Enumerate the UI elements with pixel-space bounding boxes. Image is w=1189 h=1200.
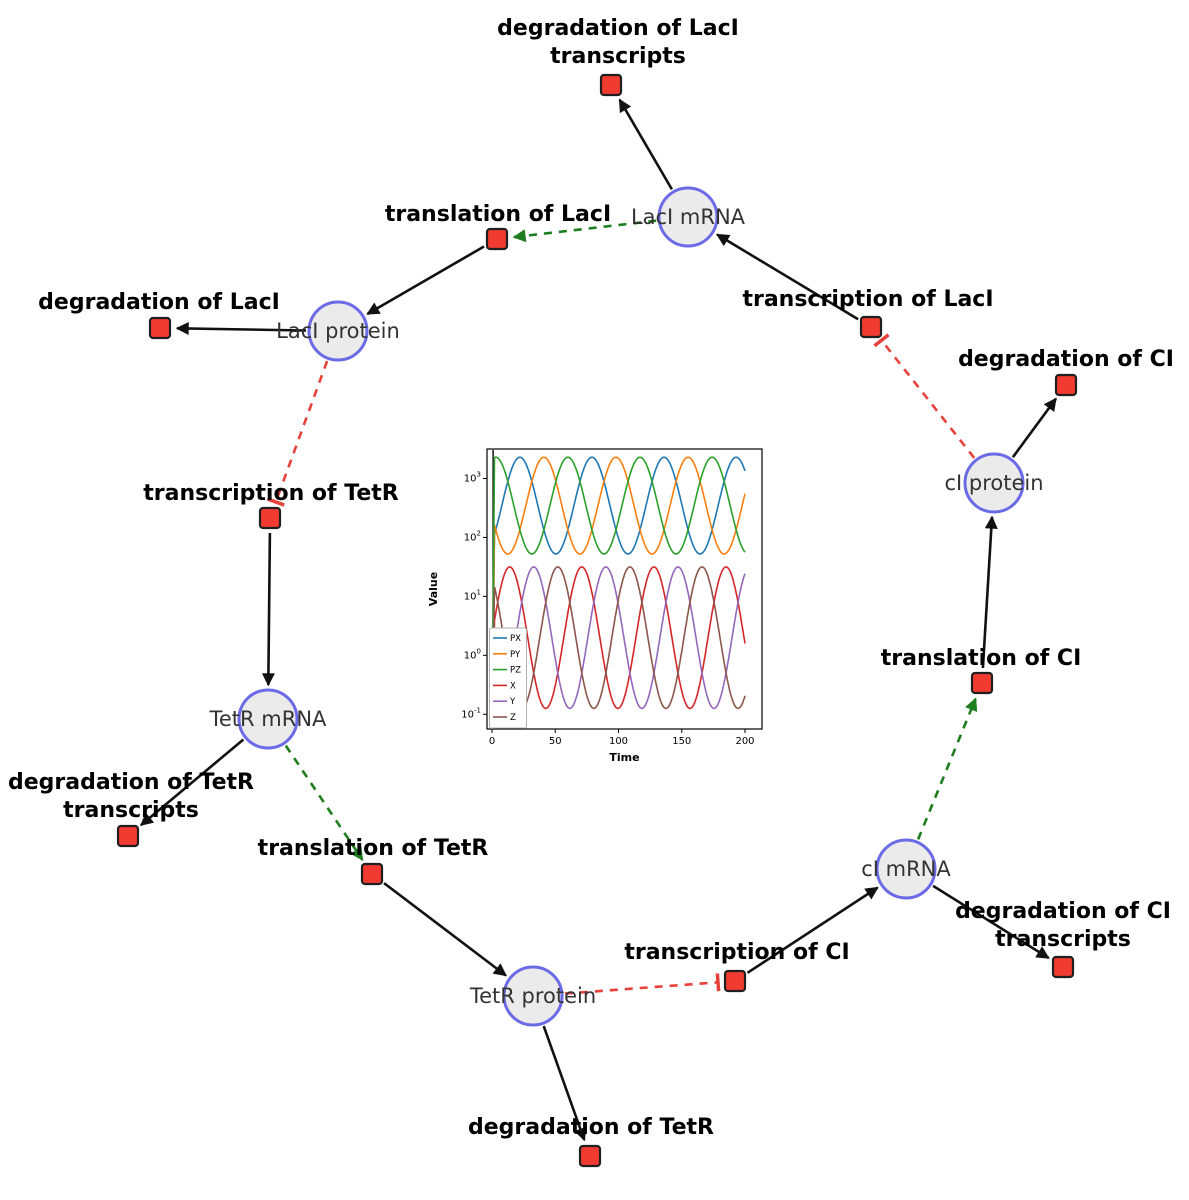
y-tick-label: 103 xyxy=(464,470,481,484)
reaction-node-deg_tetr_tx[interactable] xyxy=(116,824,140,848)
y-tick-label: 101 xyxy=(464,588,481,602)
legend-entry-Y: Y xyxy=(509,697,516,707)
edge-solid-tetr_mrna-to-deg_tetr_tx xyxy=(140,738,245,827)
species-label-tetr_mrna: TetR mRNA xyxy=(209,707,327,731)
edge-solid-laci_protein-to-deg_laci xyxy=(175,322,307,335)
reaction-label-transl_laci: translation of LacI xyxy=(385,202,611,227)
edge-modifier-ci_mrna-to-transl_ci xyxy=(916,697,978,840)
nodes-layer xyxy=(116,73,1078,1168)
series-line-PZ xyxy=(491,456,746,729)
species-node-tetr_protein[interactable] xyxy=(502,965,564,1027)
reaction-node-deg_tetr[interactable] xyxy=(578,1144,602,1168)
legend-entry-PY: PY xyxy=(510,650,521,660)
legend-entry-PZ: PZ xyxy=(510,666,521,676)
edge-solid-ci_protein-to-deg_ci xyxy=(1011,397,1057,458)
reaction-node-txn_ci[interactable] xyxy=(723,969,747,993)
edge-solid-transl_tetr-to-tetr_protein xyxy=(383,882,507,977)
x-tick-label: 0 xyxy=(489,736,495,747)
edge-solid-txn_laci-to-laci_mrna xyxy=(715,233,859,321)
reaction-node-deg_laci[interactable] xyxy=(148,316,172,340)
y-tick-label: 100 xyxy=(464,647,481,661)
reaction-node-transl_tetr[interactable] xyxy=(360,862,384,886)
edges-layer xyxy=(140,98,1057,1142)
y-tick-label: 102 xyxy=(464,529,481,543)
reaction-label-deg_laci: degradation of LacI xyxy=(38,290,280,315)
species-label-laci_mrna: LacI mRNA xyxy=(631,205,746,229)
edge-modifier-tetr_mrna-to-transl_tetr xyxy=(284,744,364,861)
reaction-label-txn_laci: transcription of LacI xyxy=(742,287,993,312)
chart-legend: PX PY PZ XYZ xyxy=(489,627,527,729)
reaction-label-deg_tetr: degradation of TetR xyxy=(468,1115,714,1140)
edge-inhibition-laci_protein-to-txn_tetr xyxy=(266,360,329,507)
species-node-ci_mrna[interactable] xyxy=(875,838,937,900)
series-line-PY xyxy=(491,456,746,729)
edge-solid-transl_laci-to-laci_protein xyxy=(366,245,485,316)
edge-inhibition-tetr_protein-to-txn_ci xyxy=(564,973,721,995)
species-node-laci_mrna[interactable] xyxy=(657,186,719,248)
x-axis-label: Time xyxy=(609,751,639,764)
series-line-PX xyxy=(491,456,746,729)
reaction-node-txn_tetr[interactable] xyxy=(258,506,282,530)
species-label-laci_protein: LacI protein xyxy=(276,319,400,343)
species-node-laci_protein[interactable] xyxy=(307,300,369,362)
edge-solid-ci_mrna-to-deg_ci_tx xyxy=(932,884,1050,960)
edge-solid-tetr_protein-to-deg_tetr xyxy=(542,1025,587,1142)
reaction-node-deg_ci_tx[interactable] xyxy=(1051,955,1075,979)
edge-solid-laci_mrna-to-deg_laci_tx xyxy=(618,98,674,191)
reaction-label-transl_tetr: translation of TetR xyxy=(258,836,489,861)
y-axis-label: Value xyxy=(427,572,440,606)
species-node-tetr_mrna[interactable] xyxy=(237,688,299,750)
x-tick-label: 150 xyxy=(672,736,691,747)
x-tick-label: 100 xyxy=(609,736,628,747)
species-label-tetr_protein: TetR protein xyxy=(469,984,596,1008)
reaction-label-txn_tetr: transcription of TetR xyxy=(143,481,399,506)
x-tick-label: 50 xyxy=(549,736,562,747)
series-line-Y xyxy=(491,566,746,729)
reaction-label-txn_ci: transcription of CI xyxy=(624,940,849,965)
species-label-ci_protein: cI protein xyxy=(944,471,1043,495)
edge-inhibition-ci_protein-to-txn_laci xyxy=(873,333,976,459)
reaction-node-txn_laci[interactable] xyxy=(859,315,883,339)
species-node-ci_protein[interactable] xyxy=(963,452,1025,514)
reaction-label-deg_ci: degradation of CI xyxy=(958,347,1174,372)
edge-solid-transl_ci-to-ci_protein xyxy=(981,515,998,669)
series-line-Z xyxy=(491,566,746,729)
chart-plot-area xyxy=(486,448,763,730)
reaction-node-deg_laci_tx[interactable] xyxy=(599,73,623,97)
legend-entry-X: X xyxy=(510,681,516,691)
edge-solid-txn_tetr-to-tetr_mrna xyxy=(261,532,275,687)
reaction-node-deg_ci[interactable] xyxy=(1054,373,1078,397)
reaction-label-transl_ci: translation of CI xyxy=(881,646,1082,671)
y-tick-label: 10-1 xyxy=(461,706,481,720)
x-tick-label: 200 xyxy=(735,736,754,747)
reaction-node-transl_laci[interactable] xyxy=(485,227,509,251)
series-line-X xyxy=(491,566,746,729)
legend-entry-PX: PX xyxy=(510,634,521,644)
edge-solid-txn_ci-to-ci_mrna xyxy=(746,886,879,974)
reaction-node-transl_ci[interactable] xyxy=(970,671,994,695)
species-label-ci_mrna: cI mRNA xyxy=(861,857,951,881)
legend-entry-Z: Z xyxy=(510,713,516,723)
